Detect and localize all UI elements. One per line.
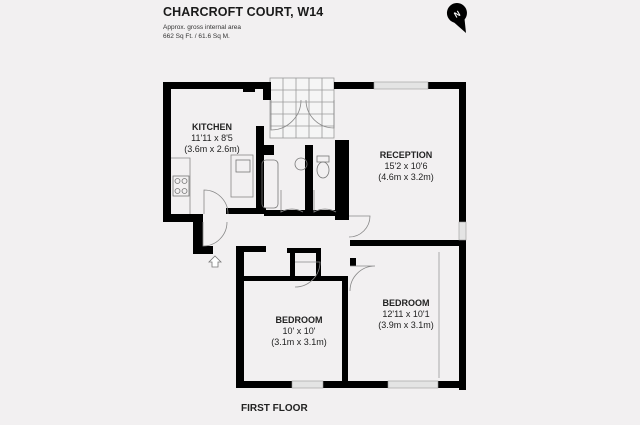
basin-icon (294, 157, 308, 171)
area-label: Approx. gross internal area (163, 24, 242, 31)
svg-text:N: N (452, 9, 462, 20)
toilet-icon (316, 155, 330, 179)
sink-icon (235, 159, 251, 173)
room-label-bedroom-1: BEDROOM 10' x 10' (3.1m x 3.1m) (271, 315, 327, 347)
floor-label: FIRST FLOOR (241, 403, 308, 414)
hob-icon (172, 175, 190, 197)
bath-icon (261, 159, 279, 209)
property-title: CHARCROFT COURT, W14 (163, 5, 324, 19)
windows (291, 81, 467, 389)
room-label-kitchen: KITCHEN 11'11 x 8'5 (3.6m x 2.6m) (184, 122, 240, 154)
stairs-icon (269, 77, 335, 139)
doors (202, 99, 376, 292)
room-label-bedroom-2: BEDROOM 12'11 x 10'1 (3.9m x 3.1m) (378, 298, 434, 330)
area-value: 662 Sq Ft. / 61.6 Sq M. (163, 33, 230, 40)
room-label-reception: RECEPTION 15'2 x 10'6 (4.6m x 3.2m) (378, 150, 434, 182)
kitchen-counter (171, 154, 254, 214)
walls (163, 82, 466, 390)
north-compass-icon: N (446, 3, 467, 33)
entrance-arrow-icon (208, 255, 222, 268)
